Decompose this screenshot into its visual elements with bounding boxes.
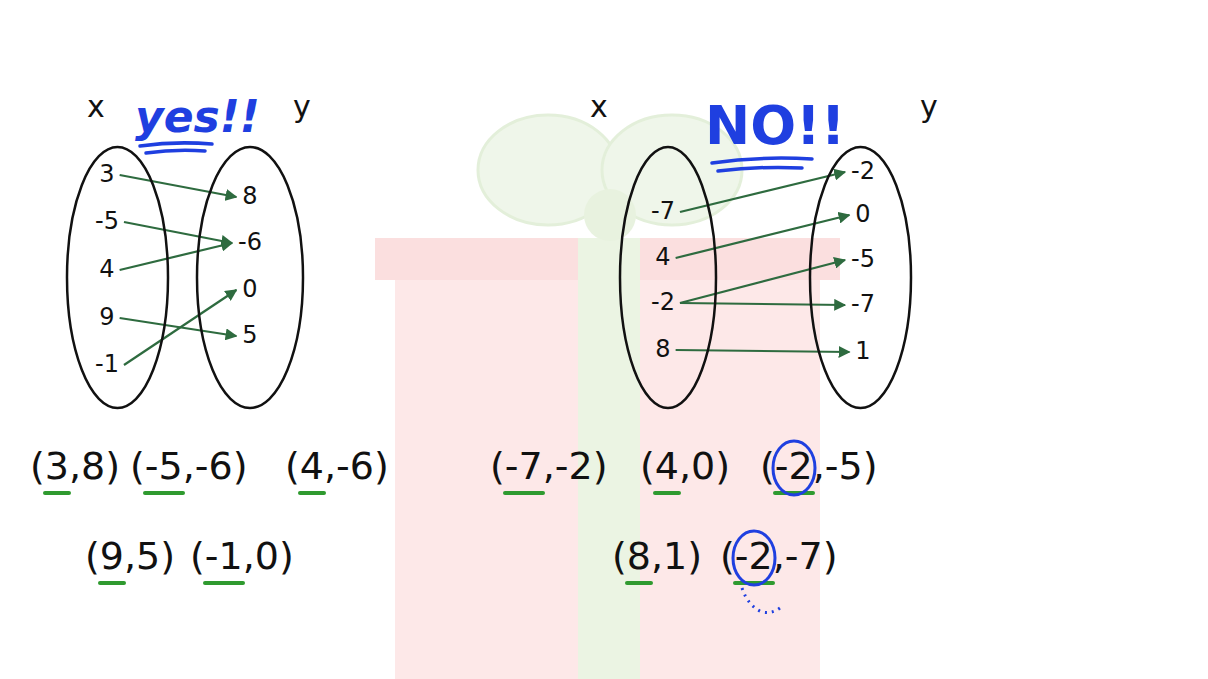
element-value: 8 bbox=[655, 335, 670, 363]
element-value: -5 bbox=[95, 207, 119, 235]
set-element: -2 bbox=[647, 288, 679, 318]
answer-note: yes!! bbox=[135, 92, 260, 143]
underline bbox=[45, 491, 69, 495]
ordered-pair: (-7,-2) bbox=[490, 445, 608, 489]
mapping-arrow bbox=[120, 318, 237, 336]
oval-outline bbox=[810, 147, 911, 408]
element-value: 4 bbox=[655, 243, 670, 271]
ordered-pair: (4,0) bbox=[640, 445, 730, 489]
answer-note: NO!! bbox=[705, 95, 845, 157]
element-value: -2 bbox=[851, 157, 875, 185]
underline bbox=[655, 491, 679, 495]
ordered-pair: (-2,-7) bbox=[720, 535, 838, 579]
ordered-pair: (3,8) bbox=[30, 445, 120, 489]
element-value: 9 bbox=[99, 303, 114, 331]
set-oval: x-74-28 bbox=[618, 145, 718, 410]
set-element: -2 bbox=[847, 157, 879, 187]
element-value: -7 bbox=[851, 290, 875, 318]
ordered-pair: (8,1) bbox=[612, 535, 702, 579]
element-value: 4 bbox=[99, 255, 114, 283]
mapping-arrow bbox=[680, 260, 845, 303]
set-element: 3 bbox=[95, 160, 118, 190]
element-value: 5 bbox=[242, 321, 257, 349]
ordered-pair: (4,-6) bbox=[285, 445, 389, 489]
set-element: 8 bbox=[651, 335, 674, 365]
dotted-mark bbox=[742, 588, 780, 613]
element-value: -5 bbox=[851, 245, 875, 273]
oval-outline bbox=[67, 147, 168, 408]
set-element: 5 bbox=[238, 321, 261, 351]
gift-box bbox=[375, 115, 840, 679]
set-oval: y-20-5-71 bbox=[808, 145, 913, 410]
set-element: -7 bbox=[847, 290, 879, 320]
set-element: 8 bbox=[238, 182, 261, 212]
element-value: -2 bbox=[651, 288, 675, 316]
underline bbox=[205, 581, 243, 585]
set-heading: x bbox=[87, 90, 105, 123]
oval-outline bbox=[197, 147, 303, 408]
underline bbox=[627, 581, 651, 585]
set-heading: y bbox=[293, 90, 311, 123]
ordered-pair: (-1,0) bbox=[190, 535, 294, 579]
set-element: -1 bbox=[91, 350, 123, 380]
underline bbox=[140, 143, 212, 146]
set-element: -5 bbox=[91, 207, 123, 237]
set-element: 4 bbox=[95, 255, 118, 285]
set-heading: y bbox=[920, 90, 938, 123]
element-value: -1 bbox=[95, 350, 119, 378]
mapping-arrow bbox=[680, 303, 845, 305]
set-element: -6 bbox=[234, 228, 266, 258]
mapping-arrow bbox=[124, 290, 236, 365]
oval-outline bbox=[618, 145, 718, 410]
set-element: 4 bbox=[651, 243, 674, 273]
underline bbox=[712, 158, 812, 163]
mapping-arrow bbox=[676, 350, 850, 352]
set-oval: x3-549-1 bbox=[65, 145, 170, 410]
ordered-pair: (-5,-6) bbox=[130, 445, 248, 489]
set-oval: y8-605 bbox=[195, 145, 305, 410]
mapping-arrow bbox=[124, 222, 232, 243]
bow-knot bbox=[584, 189, 636, 241]
set-element: -7 bbox=[647, 197, 679, 227]
underline bbox=[300, 491, 324, 495]
mapping-arrow bbox=[120, 243, 232, 270]
underline bbox=[146, 150, 205, 153]
element-value: 0 bbox=[242, 275, 257, 303]
element-value: 1 bbox=[855, 337, 870, 365]
underline bbox=[100, 581, 124, 585]
element-value: 8 bbox=[242, 182, 257, 210]
set-element: 0 bbox=[851, 200, 874, 230]
element-value: -6 bbox=[238, 228, 262, 256]
element-value: -7 bbox=[651, 197, 675, 225]
mapping-arrow bbox=[120, 175, 237, 197]
element-value: 3 bbox=[99, 160, 114, 188]
underline bbox=[145, 491, 183, 495]
set-element: 1 bbox=[851, 337, 874, 367]
element-value: 0 bbox=[855, 200, 870, 228]
oval-outline bbox=[620, 147, 716, 408]
x-value-underlines bbox=[45, 493, 813, 583]
ordered-pair: (-2,-5) bbox=[760, 445, 878, 489]
mapping-arrow bbox=[676, 215, 850, 258]
underline bbox=[505, 491, 543, 495]
set-heading: x bbox=[590, 90, 608, 123]
underline bbox=[718, 167, 802, 171]
ordered-pair: (9,5) bbox=[85, 535, 175, 579]
set-element: 0 bbox=[238, 275, 261, 305]
set-element: 9 bbox=[95, 303, 118, 333]
set-element: -5 bbox=[847, 245, 879, 275]
